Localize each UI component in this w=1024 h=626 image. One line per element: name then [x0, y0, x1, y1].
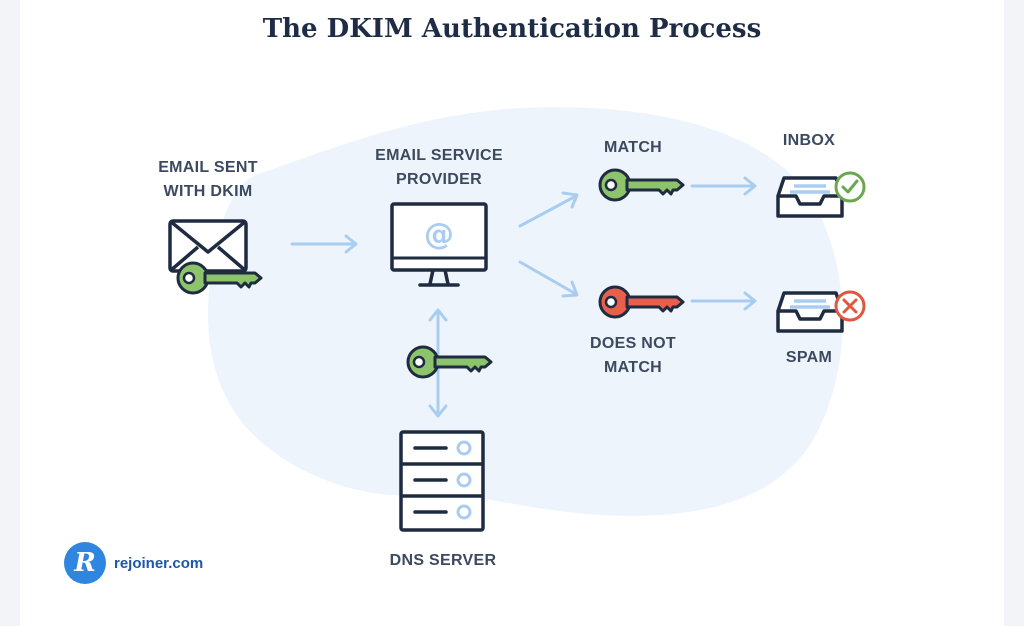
check-icon — [834, 171, 866, 203]
envelope-icon — [168, 219, 248, 273]
page-title: The DKIM Authentication Process — [262, 14, 762, 44]
brand-name: rejoiner.com — [114, 554, 204, 572]
nomatch-label-line2: MATCH — [603, 359, 663, 376]
arrow-provider-to-match — [518, 191, 579, 228]
arrow-provider-to-nomatch — [518, 260, 579, 298]
brand-logo[interactable]: R rejoiner.com — [64, 542, 203, 584]
sender-label: EMAIL SENT WITH DKIM — [138, 156, 278, 204]
arrow-sender-to-provider — [290, 234, 358, 254]
arrow-match-to-inbox — [690, 176, 757, 196]
server-icon — [399, 430, 485, 532]
cross-icon — [834, 290, 866, 322]
nomatch-label-line1: DOES NOT — [590, 335, 676, 352]
background-blob — [207, 107, 843, 516]
match-label: MATCH — [603, 139, 663, 156]
provider-label-line2: PROVIDER — [396, 171, 482, 188]
sender-label-line1: EMAIL SENT — [158, 159, 258, 176]
inbox-label: INBOX — [782, 132, 836, 149]
provider-label: EMAIL SERVICE PROVIDER — [359, 144, 519, 192]
svg-text:@: @ — [424, 217, 454, 252]
dns-label: DNS SERVER — [389, 552, 497, 569]
spam-tray-icon — [776, 291, 844, 333]
brand-mark-icon: R — [64, 542, 106, 584]
nomatch-label: DOES NOT MATCH — [573, 332, 693, 380]
monitor-icon: @ — [390, 202, 488, 287]
arrow-nomatch-to-spam — [690, 291, 757, 311]
spam-label: SPAM — [785, 349, 833, 366]
sender-label-line2: WITH DKIM — [163, 183, 253, 200]
inbox-tray-icon — [776, 176, 844, 218]
provider-label-line1: EMAIL SERVICE — [375, 147, 503, 164]
